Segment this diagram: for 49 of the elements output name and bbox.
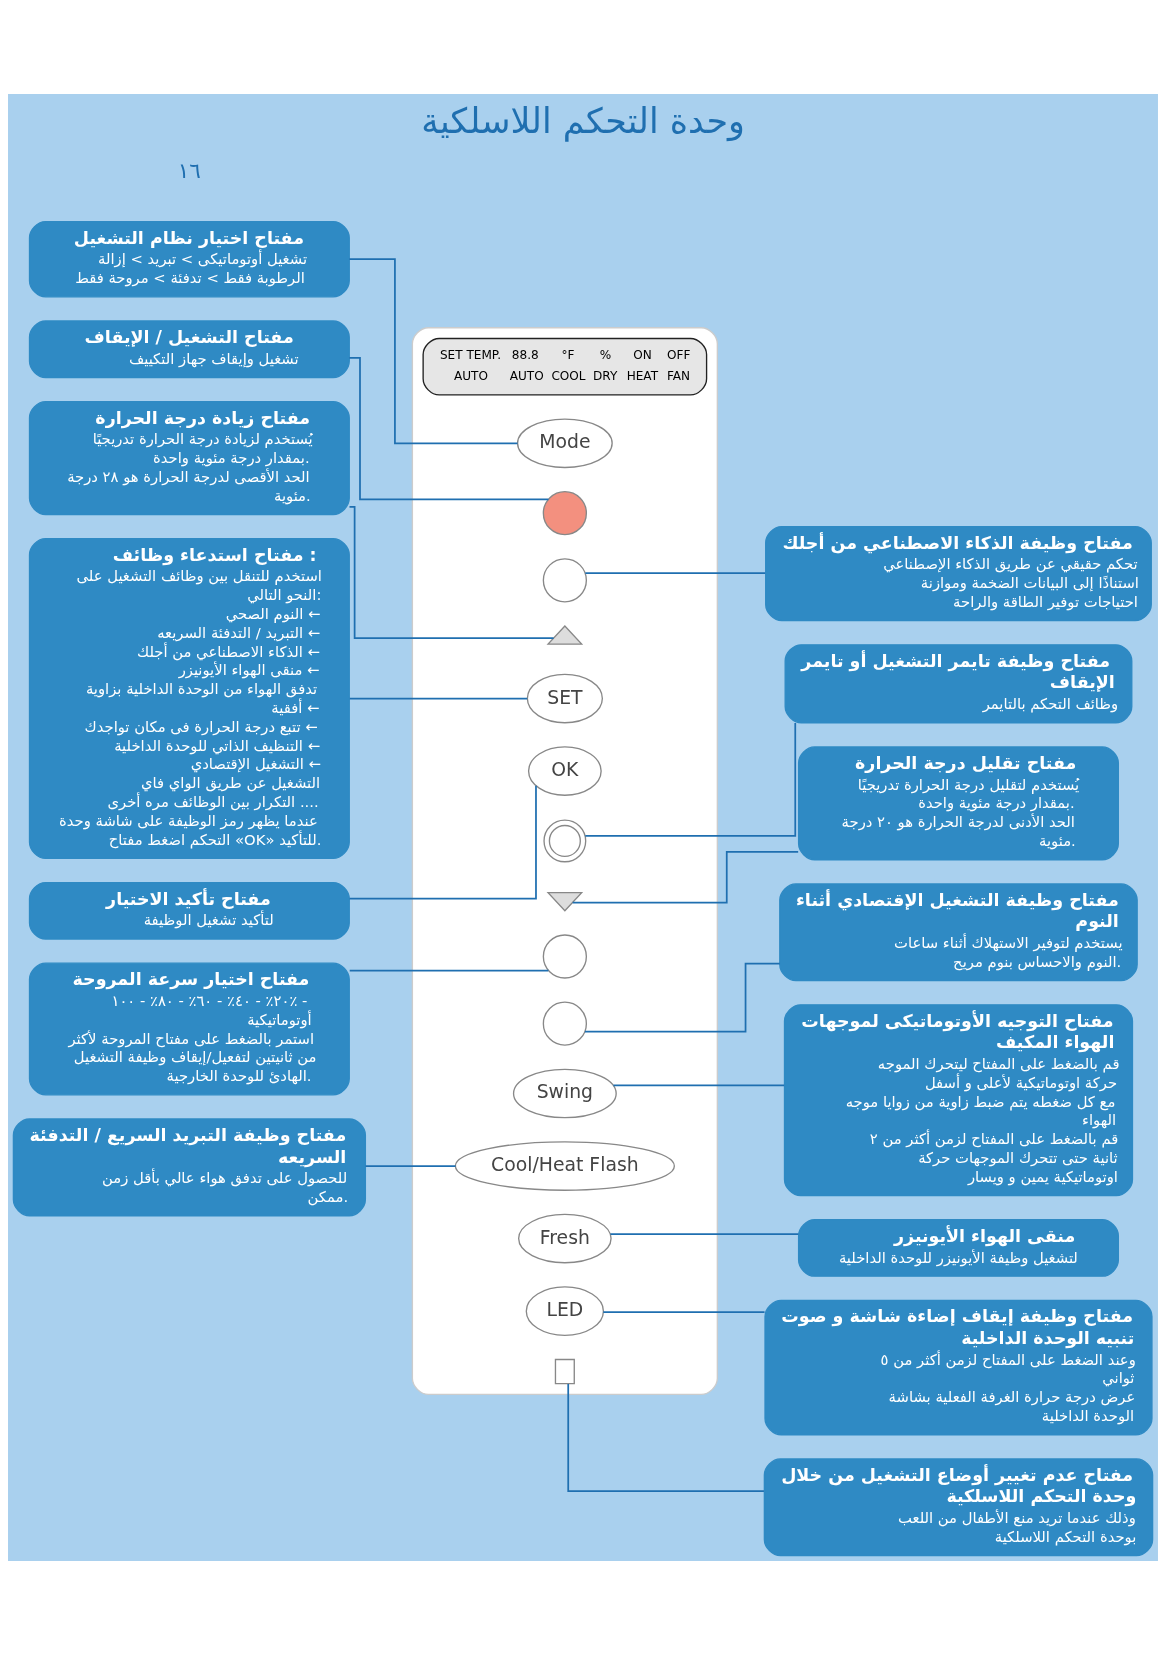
- label: ١٦: [177, 157, 201, 183]
- node-ellipse: OK: [527, 745, 602, 796]
- node-ellipse: Mode: [516, 417, 613, 468]
- connector: [612, 1084, 785, 1086]
- diagram-title: وحدة التحكم اللاسلكية: [421, 100, 745, 141]
- node-ellipse: Fresh: [518, 1213, 612, 1263]
- connector: [571, 850, 800, 904]
- node-box: مفتاح وظيفة التشغيل الإقتصادي أثناء النوم يستخدم لتوفير الاستهلاك أثناء ساعات النوم والاحساس بنوم مريح.: [779, 882, 1138, 981]
- node-box: مفتاح تأكيد الاختيار لتأكيد تشغيل الوظيفة: [28, 881, 350, 940]
- node-chevron: [546, 891, 584, 912]
- connector: [602, 1310, 766, 1313]
- node-ellipse: Cool/Heat Flash: [454, 1140, 675, 1191]
- node-box: مفتاح وظيفة التبريد السريع / التدفئة السريعه للحصول على تدفق هواء عالي بأقل زمن ممكن.: [12, 1117, 367, 1216]
- connector: [584, 721, 797, 837]
- node-box: مفتاح التوجيه الأوتوماتيكى لموجهات الهواء المكيف قم بالضغط على المفتاح ليتحرك الموجه حركة اوتوماتيكية لأعلى و أسفل مع كل ضغطه يتم ضبط زاوية من زوايا موجه الهواء قم بالضغط على المفتاح لزمن أكثر من ٢ ثانية حتى تتحرك الموجهات حركة اوتوماتيكية يمين و ويسار: [783, 1003, 1134, 1196]
- connector: [584, 571, 766, 574]
- connector: [348, 969, 550, 971]
- node-box: مفتاح تقليل درجة الحرارة يُستخدم لتقليل درجة الحرارة تدريجيًا بمقدار درجة مئوية واحدة. الحد الأدنى لدرجة الحرارة هو ٢٠ درجة مئوية.: [797, 745, 1119, 860]
- connector: [348, 697, 529, 699]
- connector: [609, 1232, 800, 1235]
- node-circle: [542, 933, 588, 979]
- connector: [584, 962, 781, 1033]
- connector: [348, 784, 537, 900]
- node-box: مفتاح عدم تغيير أوضاع التشغيل من خلال وحدة التحكم اللاسلكية وذلك عندما تريد منع الأطفال من اللعب بوحدة التحكم اللاسلكية: [763, 1457, 1154, 1556]
- node-box: مفتاح اختيار نظام التشغيل تشغيل أوتوماتيكى > تبريد > إزالة الرطوبة فقط > تدفئة > مروحة فقط: [28, 220, 350, 298]
- connector: [348, 505, 555, 639]
- connector: [567, 1382, 765, 1492]
- connector: [364, 1164, 457, 1167]
- node-box: مفتاح وظيفة الذكاء الاصطناعي من أجلك تحكم حقيقي عن طريق الذكاء الإصطناعي استناذًا إلى البيانات الضخمة وموازنة احتياجات توفير الطاقة والراحة: [765, 525, 1152, 621]
- node-circle: [542, 490, 588, 535]
- node-box: مفتاح استدعاء وظائف : استخدم للتنقل بين وظائف التشغيل على النحو التالي: النوم الصحي ← التبريد / التدفئة السريعه ← الذكاء الاصطناعي من أجلك ← منقى الهواء الأيونيزر ← تدفق الهواء من الوحدة الداخلية بزاوية أفقية ← تتبع درجة الحرارة فى مكان تواجدك ← التنظيف الذاتي للوحدة الداخلية ← التشغيل الإقتصادي ← التشغيل عن طريق الواي فاي التكرار بين الوظائف مره أخرى .... عندما يظهر رمز الوظيفة على شاشة وحدة التحكم اضغط مفتاح «OK» للتأكيد.: [28, 537, 350, 859]
- connector: [348, 257, 519, 444]
- cluster: [411, 326, 718, 1395]
- node-box: مفتاح زيادة درجة الحرارة يُستخدم لزيادة درجة الحرارة تدريجيًا بمقدار درجة مئوية واحدة. الحد الأقصى لدرجة الحرارة هو ٢٨ درجة مئوية.: [28, 400, 350, 515]
- node-box: مفتاح اختيار سرعة المروحة ٢٠٪ - ٤٠٪ - ٦٠٪ - ٨٠٪ - ١٠٠٪ - أوتوماتيكية استمر بالضغط على مفتاح المروحة لأكثر من ثانيتين لتفعيل/إيقاف وظيفة التشغيل الهادئ للوحدة الخارجية.: [28, 962, 350, 1095]
- node-box: مفتاح وظيفة إيقاف إضاءة شاشة و صوت تنبيه الوحدة الداخلية وعند الضغط على المفتاح لزمن أكثر من ٥ ثواني عرض درجة حرارة الغرفة الفعلية بشاشة الوحدة الداخلية: [764, 1299, 1153, 1435]
- node-box: منقى الهواء الأيونيزر لتشغيل وظيفة الأيونيزر للوحدة الداخلية: [797, 1218, 1119, 1277]
- node-box: SET TEMP. 88.8 °F % ON OFF AUTO AUTO COOL DRY HEAT FAN: [422, 337, 708, 396]
- node-ellipse: Swing: [512, 1068, 617, 1118]
- node-ellipse: LED: [525, 1285, 605, 1336]
- node-chevron: [546, 624, 584, 645]
- node-box: مفتاح التشغيل / الإيقاف تشغيل وإيقاف جهاز التكييف: [28, 319, 350, 378]
- node-circle: [542, 557, 588, 602]
- node-box: مفتاح وظيفة تايمر التشغيل أو تايمر الإيقاف وظائف التحكم بالتايمر: [784, 643, 1133, 723]
- connector: [348, 356, 550, 500]
- node-ellipse: SET: [526, 673, 603, 723]
- node-clock: [543, 818, 587, 862]
- node-lock: [554, 1358, 575, 1384]
- node-circle: [542, 1000, 588, 1046]
